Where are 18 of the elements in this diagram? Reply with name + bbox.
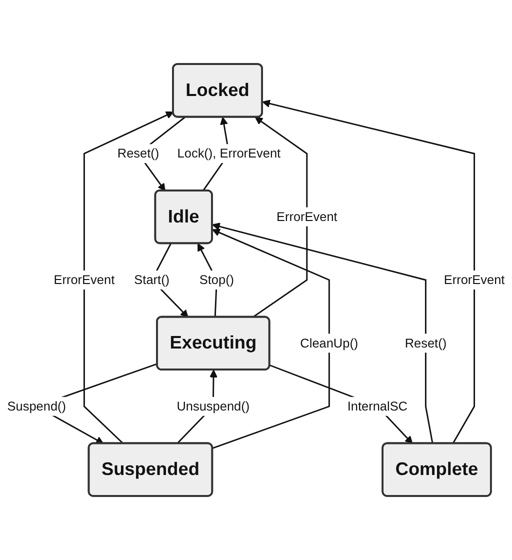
edge-label: Reset() [404, 335, 447, 350]
edge-label: Unsuspend() [176, 398, 250, 414]
edge-label: Stop() [199, 272, 234, 287]
arrow [252, 116, 308, 318]
arrow [212, 228, 330, 449]
edge-label: Start() [134, 272, 170, 287]
arrow [83, 111, 174, 444]
edge-label: InternalSC [347, 398, 408, 414]
edge-label: ErrorEvent [54, 272, 115, 287]
edge-label: Lock(), ErrorEvent [177, 146, 281, 160]
edge-label: Reset() [117, 146, 160, 160]
edge-label: ErrorEvent [276, 209, 338, 224]
arrow [212, 222, 434, 444]
arrow [262, 100, 476, 444]
edge-label: CleanUp() [300, 335, 358, 350]
arrow [270, 364, 413, 444]
edge-label: Suspend() [7, 398, 66, 414]
edge-label: ErrorEvent [444, 272, 505, 287]
